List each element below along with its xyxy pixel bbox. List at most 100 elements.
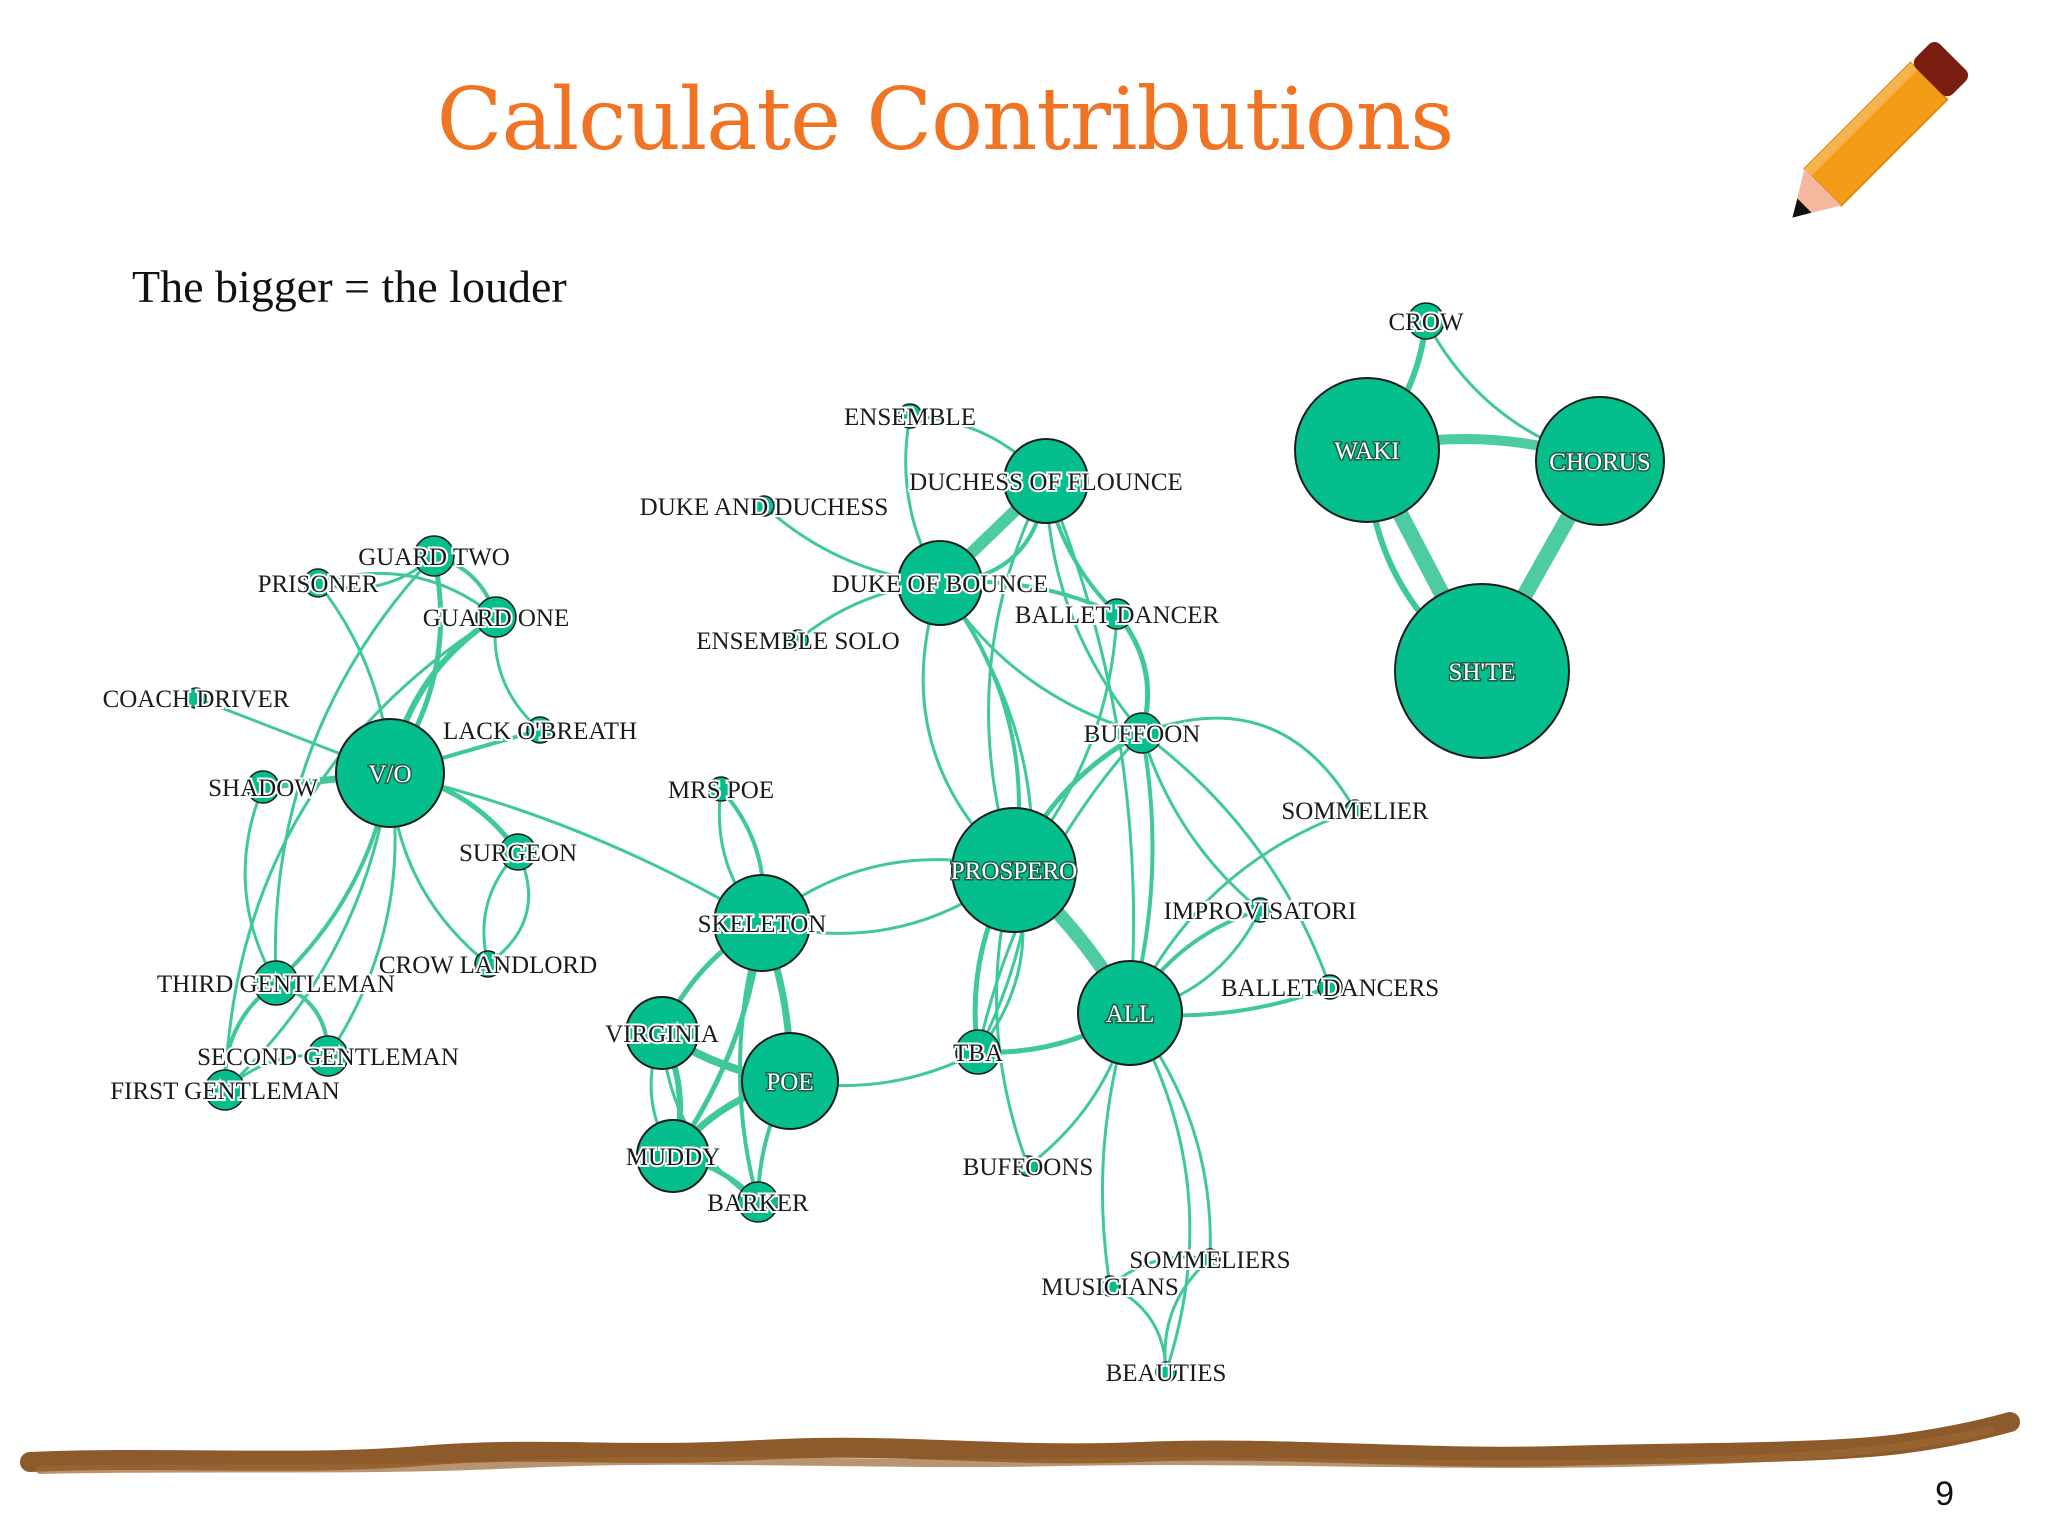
node-label: MUDDY — [626, 1144, 720, 1171]
node-circle — [1394, 583, 1570, 759]
node-label: THIRD GENTLEMAN — [157, 971, 395, 998]
node-label: SKELETON — [698, 911, 827, 938]
node-label: DUKE OF BOUNCE — [832, 571, 1049, 598]
ground-line — [20, 1412, 2020, 1474]
node-buffoons: BUFFOONS — [961, 1152, 1096, 1183]
node-guard-two: GUARD TWO — [356, 535, 512, 577]
node-label: ENSEMBLE — [844, 404, 976, 431]
node-circle — [897, 403, 923, 429]
node-label: BALLET DANCERS — [1221, 975, 1439, 1002]
node-circle — [737, 1181, 779, 1223]
node-guard-one: GUARD ONE — [421, 596, 571, 638]
edge-third_gentleman-guard_two — [273, 554, 436, 985]
node-label: BALLET DANCER — [1015, 602, 1220, 629]
node-circle — [413, 535, 455, 577]
node-label: ENSEMBLE SOLO — [696, 628, 899, 655]
node-label: MUSICIANS — [1041, 1274, 1179, 1301]
edge-duchess_of_flounce-all — [1044, 479, 1136, 1015]
node-sommelier: SOMMELIER — [1279, 796, 1431, 827]
node-label: SOMMELIERS — [1129, 1247, 1290, 1274]
edge-sommeliers-musicians — [1108, 1255, 1212, 1288]
node-circle — [474, 950, 502, 978]
node-skeleton: SKELETON — [696, 874, 828, 972]
node-all: ALL — [1077, 960, 1183, 1066]
node-circle — [1294, 377, 1440, 523]
node-label: VIRGINIA — [605, 1021, 719, 1048]
node-circle — [1407, 302, 1445, 340]
node-label: GUARD ONE — [423, 605, 570, 632]
node-circle — [1017, 1155, 1039, 1177]
node-label: MRS POE — [668, 777, 774, 804]
node-circle — [625, 996, 699, 1070]
node-label: SHADOW — [208, 775, 318, 802]
node-label: DUKE AND DUCHESS — [640, 494, 889, 521]
node-circle — [303, 568, 333, 598]
edge-all-beauties — [1128, 1011, 1192, 1374]
node-label: V/O — [368, 761, 411, 788]
node-label: BUFFOON — [1084, 721, 1201, 748]
node-label: SOMMELIER — [1281, 798, 1429, 825]
node-ensemble-solo: ENSEMBLE SOLO — [694, 626, 901, 657]
node-third-gentleman: THIRD GENTLEMAN — [155, 960, 397, 1006]
node-buffoon: BUFFOON — [1082, 712, 1202, 754]
node-vo: V/O — [335, 718, 445, 828]
node-circle — [741, 1032, 839, 1130]
node-barker: BARKER — [705, 1181, 811, 1223]
node-duke-and-duchess: DUKE AND DUCHESS — [638, 492, 891, 523]
node-label: WAKI — [1334, 438, 1399, 465]
node-label: PROSPERO — [951, 858, 1077, 885]
node-label: LACK O'BREATH — [443, 718, 637, 745]
edge-musicians-beauties — [1108, 1284, 1168, 1374]
node-label: FIRST GENTLEMAN — [110, 1078, 339, 1105]
edge-shadow-third_gentleman — [243, 785, 278, 985]
node-virginia: VIRGINIA — [603, 996, 721, 1070]
node-label: BEAUTIES — [1106, 1360, 1227, 1387]
node-label: BARKER — [707, 1190, 809, 1217]
node-circle — [1535, 396, 1665, 526]
node-tba: TBA — [951, 1029, 1005, 1075]
node-circle — [955, 1029, 1001, 1075]
node-circle — [204, 1069, 246, 1111]
node-circle — [499, 833, 537, 871]
node-circle — [1155, 1361, 1177, 1383]
node-circle — [951, 807, 1077, 933]
slide-subtitle: The bigger = the louder — [132, 261, 567, 312]
node-circle — [1199, 1248, 1221, 1270]
node-circle — [335, 718, 445, 828]
node-ensemble: ENSEMBLE — [842, 402, 978, 433]
edge-buffoon-improvisatori — [1140, 731, 1262, 912]
node-label: BUFFOONS — [963, 1154, 1094, 1181]
node-duchess-of-flounce: DUCHESS OF FLOUNCE — [907, 438, 1185, 524]
node-shadow: SHADOW — [206, 770, 320, 804]
node-chorus: CHORUS — [1535, 396, 1665, 526]
node-shite: SH'TE — [1394, 583, 1570, 759]
node-label: POE — [766, 1069, 813, 1096]
node-circle — [713, 874, 811, 972]
node-label: GUARD TWO — [358, 544, 510, 571]
node-circle — [1101, 598, 1133, 630]
node-first-gentleman: FIRST GENTLEMAN — [108, 1069, 342, 1111]
node-ballet-dancers: BALLET DANCERS — [1219, 973, 1441, 1004]
node-circle — [1099, 1275, 1121, 1297]
node-waki: WAKI — [1294, 377, 1440, 523]
node-circle — [253, 960, 299, 1006]
edge-buffoon-ballet_dancers — [1140, 731, 1332, 989]
node-musicians: MUSICIANS — [1039, 1272, 1181, 1303]
node-label: ALL — [1106, 1001, 1155, 1028]
node-sommeliers: SOMMELIERS — [1127, 1245, 1292, 1276]
node-label: PRISONER — [258, 571, 379, 598]
node-label: SURGEON — [459, 840, 577, 867]
node-label: TBA — [953, 1040, 1003, 1067]
node-label: IMPROVISATORI — [1164, 898, 1357, 925]
node-label: CROW — [1389, 309, 1464, 336]
node-lack-o-breath: LACK O'BREATH — [441, 716, 639, 747]
node-circle — [787, 629, 809, 651]
node-circle — [1344, 799, 1366, 821]
node-label: SECOND GENTLEMAN — [197, 1044, 459, 1071]
node-surgeon: SURGEON — [457, 833, 579, 871]
node-prisoner: PRISONER — [256, 568, 381, 600]
node-prospero: PROSPERO — [949, 807, 1079, 933]
page-number: 9 — [1935, 1475, 1954, 1513]
edge-first_gentleman-guard_one — [223, 615, 498, 1092]
node-label: DUCHESS OF FLOUNCE — [909, 469, 1183, 496]
